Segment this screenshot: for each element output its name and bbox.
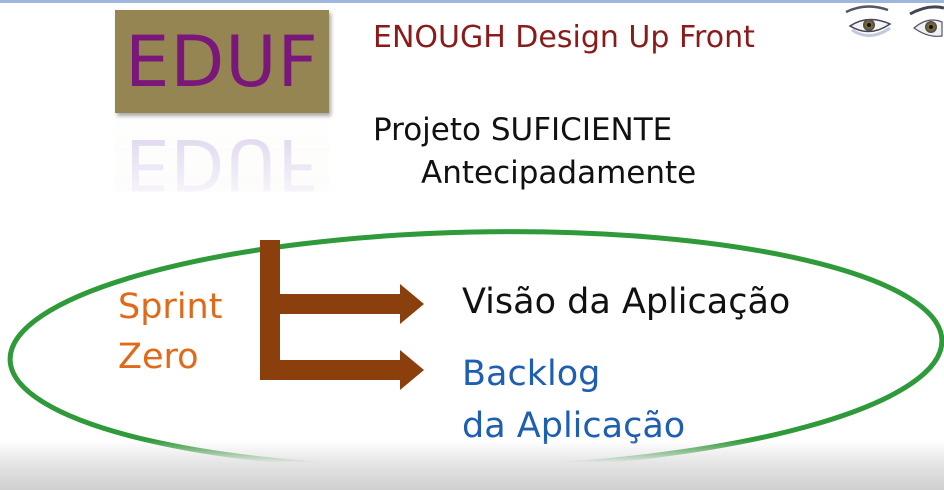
output-visao-label: Visão da Aplicação [462,282,791,322]
subtitle-line-1: Projeto SUFICIENTE [373,112,673,148]
top-border [0,0,944,3]
eyes-icon [845,5,944,37]
sprint-zero-label: Sprint Zero [118,282,222,382]
slide-title: ENOUGH Design Up Front [373,20,755,55]
sprint-label-line-1: Sprint [118,287,223,327]
eduf-logo: EDUF [115,10,329,113]
bottom-shadow [0,440,944,490]
branch-arrows [260,240,424,390]
subtitle-line-2: Antecipadamente [421,155,697,191]
sprint-label-line-2: Zero [118,337,199,377]
backlog-label-line-2: da Aplicação [462,406,686,446]
backlog-label-line-1: Backlog [462,354,601,394]
eduf-logo-text: EDUF [125,20,319,103]
output-backlog-label: Backlog da Aplicação [462,348,685,452]
